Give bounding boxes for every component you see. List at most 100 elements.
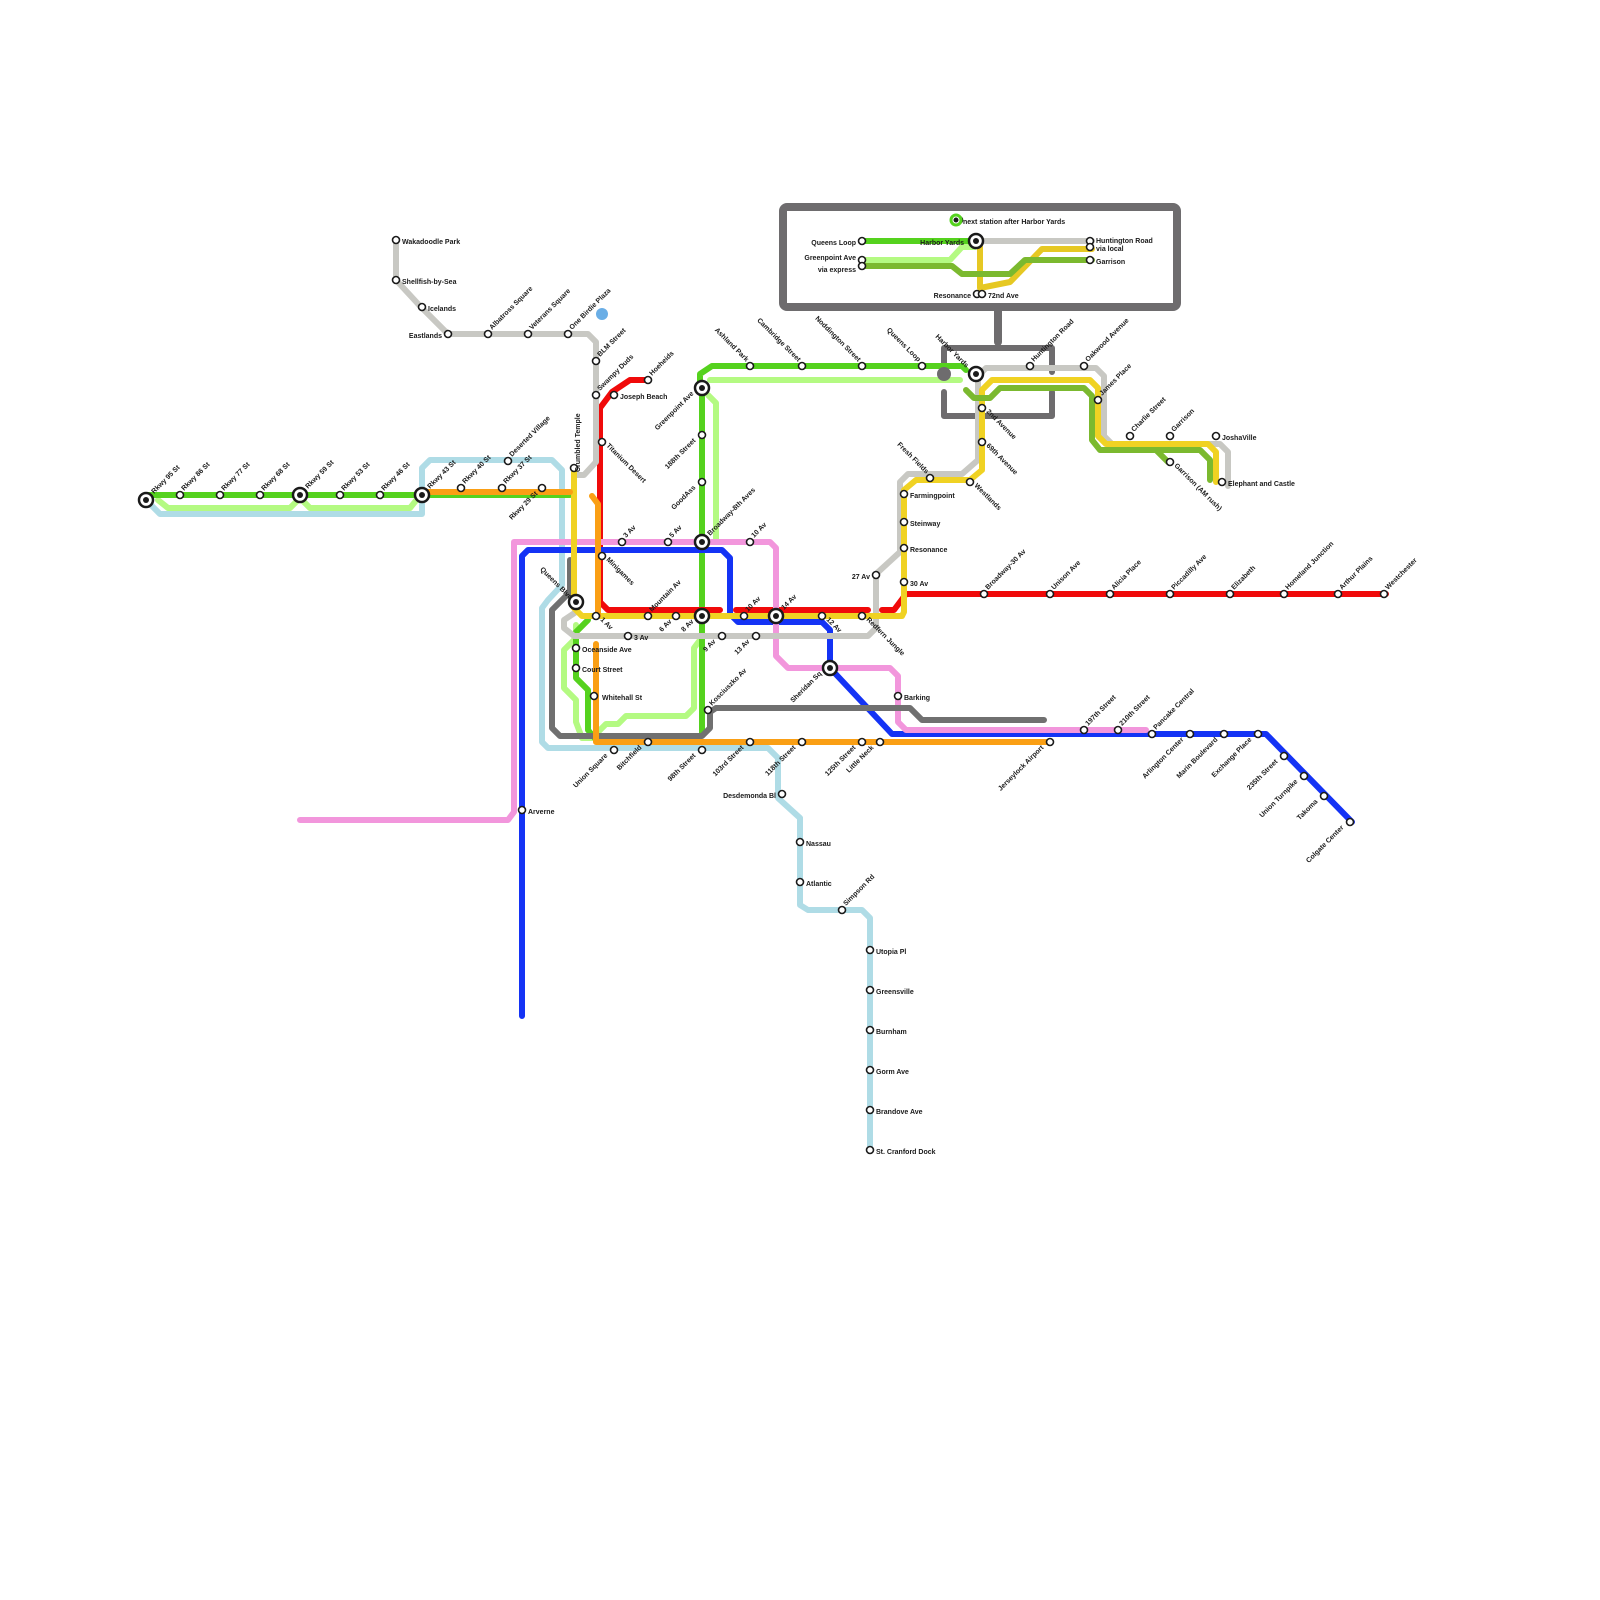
- station-label-shellfish[interactable]: Shellfish-by-Sea: [402, 279, 457, 286]
- station-marker-st188[interactable]: [697, 430, 707, 440]
- station-label-rkwy43[interactable]: Rkwy 43 St: [426, 459, 458, 491]
- station-label-via-local[interactable]: via local: [1096, 246, 1124, 253]
- station-marker-av3b[interactable]: [623, 631, 633, 641]
- station-marker-noddington[interactable]: [857, 361, 867, 371]
- station-marker-rkwy53[interactable]: [335, 490, 345, 500]
- station-marker-av27[interactable]: [871, 570, 881, 580]
- station-marker-garrison-am[interactable]: [1165, 457, 1175, 467]
- station-marker-cambridge[interactable]: [797, 361, 807, 371]
- station-label-st197[interactable]: 197th Street: [1084, 694, 1118, 728]
- station-marker-av9[interactable]: [717, 631, 727, 641]
- station-label-av27[interactable]: 27 Av: [852, 574, 870, 581]
- station-label-rkwy59[interactable]: Rkwy 59 St: [304, 459, 336, 491]
- station-marker-av10[interactable]: [745, 537, 755, 547]
- station-marker-rkwy77[interactable]: [215, 490, 225, 500]
- station-marker-fresh-fields[interactable]: [925, 473, 935, 483]
- station-label-resonance[interactable]: Resonance: [934, 293, 971, 300]
- station-marker-av10b[interactable]: [739, 611, 749, 621]
- station-marker-veterans[interactable]: [523, 329, 533, 339]
- station-marker-bitchfield[interactable]: [643, 737, 653, 747]
- station-label-utopia[interactable]: Utopia Pl: [876, 949, 906, 956]
- station-marker-av3a[interactable]: [617, 537, 627, 547]
- station-label-simpson[interactable]: Simpson Rd: [842, 874, 876, 908]
- station-marker-wakadoodle-park[interactable]: [391, 235, 401, 245]
- station-label-pancake[interactable]: Pancake Central: [1152, 688, 1196, 732]
- station-marker-homeland[interactable]: [1279, 589, 1289, 599]
- station-label-deserted-village[interactable]: Deserted Village: [508, 415, 551, 458]
- station-label-note[interactable]: next station after Harbor Yards: [963, 219, 1065, 226]
- station-label-union-square[interactable]: Union Square: [572, 752, 609, 789]
- station-label-rkwy68[interactable]: Rkwy 68 St: [260, 461, 292, 493]
- station-marker-nassau[interactable]: [795, 837, 805, 847]
- station-marker-jerseylock[interactable]: [1045, 737, 1055, 747]
- station-label-sheridan[interactable]: Sheridan Sq: [790, 670, 824, 704]
- station-label-via-express[interactable]: via express: [818, 267, 856, 274]
- station-label-av13[interactable]: 13 Av: [734, 638, 752, 656]
- station-marker-huntington2[interactable]: [1025, 361, 1035, 371]
- station-marker-utopia[interactable]: [865, 945, 875, 955]
- station-label-alicia[interactable]: Alicia Place: [1110, 559, 1143, 592]
- station-label-westlands[interactable]: Westlands: [973, 482, 1003, 512]
- station-label-noddington[interactable]: Noddington Street: [813, 315, 862, 364]
- station-label-ave69[interactable]: 69th Avenue: [985, 442, 1019, 476]
- station-label-whitehall[interactable]: Whitehall St: [602, 695, 643, 702]
- station-marker-albatross[interactable]: [483, 329, 493, 339]
- station-marker-gorm[interactable]: [865, 1065, 875, 1075]
- station-marker-westchester[interactable]: [1379, 589, 1389, 599]
- station-marker-resonance2[interactable]: [899, 543, 909, 553]
- station-marker-av13[interactable]: [751, 631, 761, 641]
- station-label-rkwy53[interactable]: Rkwy 53 St: [340, 461, 372, 493]
- station-marker-ashland[interactable]: [745, 361, 755, 371]
- station-label-eastlands[interactable]: Eastlands: [409, 333, 442, 340]
- station-marker-union-turnpike[interactable]: [1299, 771, 1309, 781]
- station-label-oakwood[interactable]: Oakwood Avenue: [1084, 317, 1130, 363]
- station-marker-charlie[interactable]: [1125, 431, 1135, 441]
- station-label-union-turnpike[interactable]: Union Turnpike: [1259, 778, 1300, 819]
- station-label-court[interactable]: Court Street: [582, 667, 623, 674]
- station-label-queens-loop[interactable]: Queens Loop: [811, 240, 856, 247]
- station-label-goodass[interactable]: GoodAss: [670, 484, 697, 511]
- station-marker-desdemonda[interactable]: [777, 789, 787, 799]
- station-label-rkwy46[interactable]: Rkwy 46 St: [380, 461, 412, 493]
- station-marker-barking[interactable]: [893, 691, 903, 701]
- station-marker-ave69[interactable]: [977, 437, 987, 447]
- station-marker-queens-loop[interactable]: [857, 236, 867, 246]
- station-marker-pancake[interactable]: [1147, 729, 1157, 739]
- station-label-harbor-yards[interactable]: Harbor Yards: [920, 240, 964, 247]
- station-marker-rkwy86[interactable]: [175, 490, 185, 500]
- station-marker-queens-loop2[interactable]: [917, 361, 927, 371]
- station-marker-court[interactable]: [571, 663, 581, 673]
- station-label-rkwy77[interactable]: Rkwy 77 St: [220, 461, 252, 493]
- station-label-icelands[interactable]: Icelands: [428, 306, 456, 313]
- station-label-piccadilly[interactable]: Piccadilly Ave: [1170, 553, 1208, 591]
- station-label-fresh-fields[interactable]: Fresh Fields: [895, 441, 929, 475]
- station-marker-greensville[interactable]: [865, 985, 875, 995]
- station-marker-eastlands[interactable]: [443, 329, 453, 339]
- station-marker-icelands[interactable]: [417, 302, 427, 312]
- station-label-titanium-desert[interactable]: Titanium Desert: [605, 442, 648, 485]
- station-label-one-birdie[interactable]: One Birdie Plaza: [568, 287, 612, 331]
- station-label-takoma[interactable]: Takoma: [1296, 798, 1319, 821]
- station-marker-shellfish[interactable]: [391, 275, 401, 285]
- station-label-resonance2[interactable]: Resonance: [910, 547, 947, 554]
- station-marker-steinway[interactable]: [899, 517, 909, 527]
- station-marker-via-local[interactable]: [1085, 242, 1095, 252]
- station-marker-arlington[interactable]: [1185, 729, 1195, 739]
- station-label-kosciuszko[interactable]: Kosciuszko Av: [708, 668, 748, 708]
- station-label-broadway30[interactable]: Broadway-30 Av: [984, 548, 1027, 591]
- station-marker-rkwy40[interactable]: [456, 483, 466, 493]
- station-marker-little-neck[interactable]: [875, 737, 885, 747]
- station-label-queens-loop2[interactable]: Queens Loop: [885, 327, 922, 364]
- station-label-barking[interactable]: Barking: [904, 695, 930, 702]
- station-label-burnham[interactable]: Burnham: [876, 1029, 907, 1036]
- station-label-st188[interactable]: 188th Street: [664, 437, 698, 471]
- station-marker-mountain[interactable]: [643, 611, 653, 621]
- station-label-oceanside[interactable]: Oceanside Ave: [582, 647, 632, 654]
- station-marker-james[interactable]: [1093, 395, 1103, 405]
- station-marker-av1[interactable]: [591, 611, 601, 621]
- station-marker-colgate[interactable]: [1345, 817, 1355, 827]
- station-marker-oakwood[interactable]: [1079, 361, 1089, 371]
- station-marker-st235[interactable]: [1279, 751, 1289, 761]
- station-marker-av12[interactable]: [817, 611, 827, 621]
- station-marker-rkwy68[interactable]: [255, 490, 265, 500]
